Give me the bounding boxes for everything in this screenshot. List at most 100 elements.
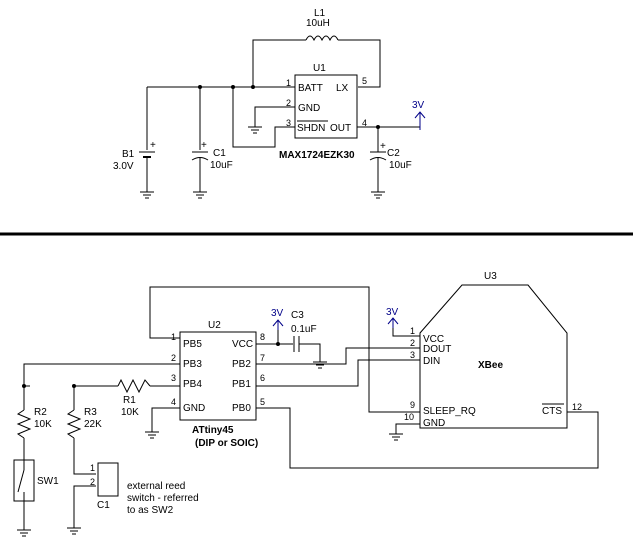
resistor-r1: R1 10K (117, 378, 151, 418)
mcu-pin-pb4: PB4 (183, 379, 202, 390)
supply-arrow-3v-xbee: 3V (386, 307, 420, 337)
junction-dot (251, 85, 255, 89)
junction-dot (198, 85, 202, 89)
xbee-pin-number-12: 12 (572, 402, 582, 412)
mcu-pin-pb2: PB2 (232, 359, 251, 370)
xbee-pin-number-1: 1 (410, 326, 415, 336)
regulator-u1: U1 BATT GND SHDN LX OUT 1 2 3 4 5 MAX172… (279, 63, 367, 161)
controller-section: U2 PB5 PB3 PB4 GND VCC PB2 PB1 PB0 1 2 3… (13, 271, 599, 537)
capacitor-c3-value: 0.1uF (291, 324, 317, 335)
capacitor-c2: + C2 10uF (369, 127, 412, 199)
resistor-r3-value: 22K (84, 419, 102, 430)
regulator-ref: U1 (313, 63, 326, 74)
capacitor-polarity: + (380, 141, 386, 152)
inductor-l1: L1 10uH (252, 8, 381, 88)
xbee-pin-gnd: GND (423, 418, 445, 429)
capacitor-c1-ref: C1 (213, 148, 226, 159)
xbee-module-u3: U3 XBee VCC DOUT DIN SLEEP_RQ GND CTS 1 … (404, 271, 582, 429)
xbee-supply-label: 3V (386, 307, 399, 318)
inductor-value: 10uH (306, 18, 330, 29)
mcu-pin-number-1: 1 (171, 332, 176, 342)
reed-switch-note-line-1: external reed (127, 481, 185, 492)
capacitor-c2-ref: C2 (387, 148, 400, 159)
battery-polarity: + (150, 140, 156, 151)
junction-dot (72, 384, 76, 388)
mcu-pin-number-2: 2 (171, 353, 176, 363)
mcu-pin-pb3: PB3 (183, 359, 202, 370)
capacitor-c3: C3 0.1uF (291, 310, 327, 369)
regulator-pin-gnd: GND (298, 103, 320, 114)
battery-ref: B1 (122, 149, 135, 160)
inductor-ref: L1 (314, 8, 326, 19)
regulator-pin-number-2: 2 (286, 98, 291, 108)
xbee-pin-number-9: 9 (410, 400, 415, 410)
xbee-pin-number-3: 3 (410, 350, 415, 360)
connector-reed-switch: 1 2 C1 (67, 438, 119, 535)
resistor-r2: R2 10K (16, 407, 52, 460)
mcu-part: ATtiny45 (192, 425, 234, 436)
connector-ref: C1 (97, 500, 110, 511)
xbee-pin-number-2: 2 (410, 338, 415, 348)
mcu-pin-number-6: 6 (260, 373, 265, 383)
connector-pin-2: 2 (90, 477, 95, 487)
regulator-pin-number-1: 1 (286, 78, 291, 88)
battery-value: 3.0V (113, 161, 134, 172)
xbee-pin-dout: DOUT (423, 344, 451, 355)
mcu-ref: U2 (208, 320, 221, 331)
xbee-pin-cts: CTS (542, 406, 562, 417)
xbee-pin-din: DIN (423, 356, 440, 367)
xbee-pin-sleep: SLEEP_RQ (423, 406, 476, 417)
capacitor-c1: + C1 10uF (191, 140, 233, 199)
resistor-r3-ref: R3 (84, 407, 97, 418)
mcu-pin-pb0: PB0 (232, 403, 251, 414)
capacitor-c1-value: 10uF (210, 160, 233, 171)
mcu-pin-pb1: PB1 (232, 379, 251, 390)
mcu-pin-vcc: VCC (232, 339, 253, 350)
mcu-pin-pb5: PB5 (183, 339, 202, 350)
supply-arrow-3v-mcu: 3V (271, 308, 284, 330)
ground-symbol (145, 431, 159, 439)
mcu-pin-gnd: GND (183, 403, 205, 414)
power-supply-section: L1 10uH U1 BATT GND SHDN LX OUT 1 2 3 4 … (113, 8, 426, 199)
switch-ref: SW1 (37, 476, 59, 487)
resistor-r1-ref: R1 (123, 395, 136, 406)
resistor-r1-value: 10K (121, 407, 139, 418)
mcu-pin-number-4: 4 (171, 397, 176, 407)
ground-symbol (389, 433, 403, 441)
regulator-pin-number-5: 5 (362, 76, 367, 86)
mcu-supply-label: 3V (271, 308, 284, 319)
xbee-pin-vcc: VCC (423, 334, 444, 345)
regulator-pin-number-4: 4 (362, 118, 367, 128)
regulator-pin-shdn: SHDN (297, 123, 325, 134)
reed-switch-note-line-2: switch - referred (127, 493, 199, 504)
regulator-part: MAX1724EZK30 (279, 150, 355, 161)
ground-symbol (248, 126, 262, 134)
junction-dot (276, 342, 280, 346)
xbee-pin-number-10: 10 (404, 412, 414, 422)
mcu-u2: U2 PB5 PB3 PB4 GND VCC PB2 PB1 PB0 1 2 3… (171, 320, 265, 449)
mcu-pin-number-3: 3 (171, 373, 176, 383)
resistor-r2-ref: R2 (34, 407, 47, 418)
mcu-pin-number-7: 7 (260, 353, 265, 363)
mcu-pin-number-8: 8 (260, 332, 265, 342)
battery-b1: + B1 3.0V (113, 140, 156, 199)
mcu-package: (DIP or SOIC) (195, 438, 258, 449)
regulator-pin-out: OUT (330, 123, 351, 134)
regulator-pin-batt: BATT (298, 83, 323, 94)
regulator-pin-lx: LX (336, 83, 349, 94)
xbee-name: XBee (478, 360, 503, 371)
capacitor-polarity: + (201, 140, 207, 151)
capacitor-c3-ref: C3 (291, 310, 304, 321)
resistor-r2-value: 10K (34, 419, 52, 430)
connector-pin-1: 1 (90, 463, 95, 473)
supply-label: 3V (412, 100, 425, 111)
regulator-pin-number-3: 3 (286, 118, 291, 128)
capacitor-c2-value: 10uF (389, 160, 412, 171)
reed-switch-note-line-3: to as SW2 (127, 505, 174, 516)
mcu-pin-number-5: 5 (260, 397, 265, 407)
switch-sw1: SW1 (13, 459, 59, 537)
supply-arrow-3v-top: 3V (412, 100, 426, 130)
xbee-ref: U3 (484, 271, 497, 282)
resistor-r3: R3 22K (66, 407, 102, 439)
